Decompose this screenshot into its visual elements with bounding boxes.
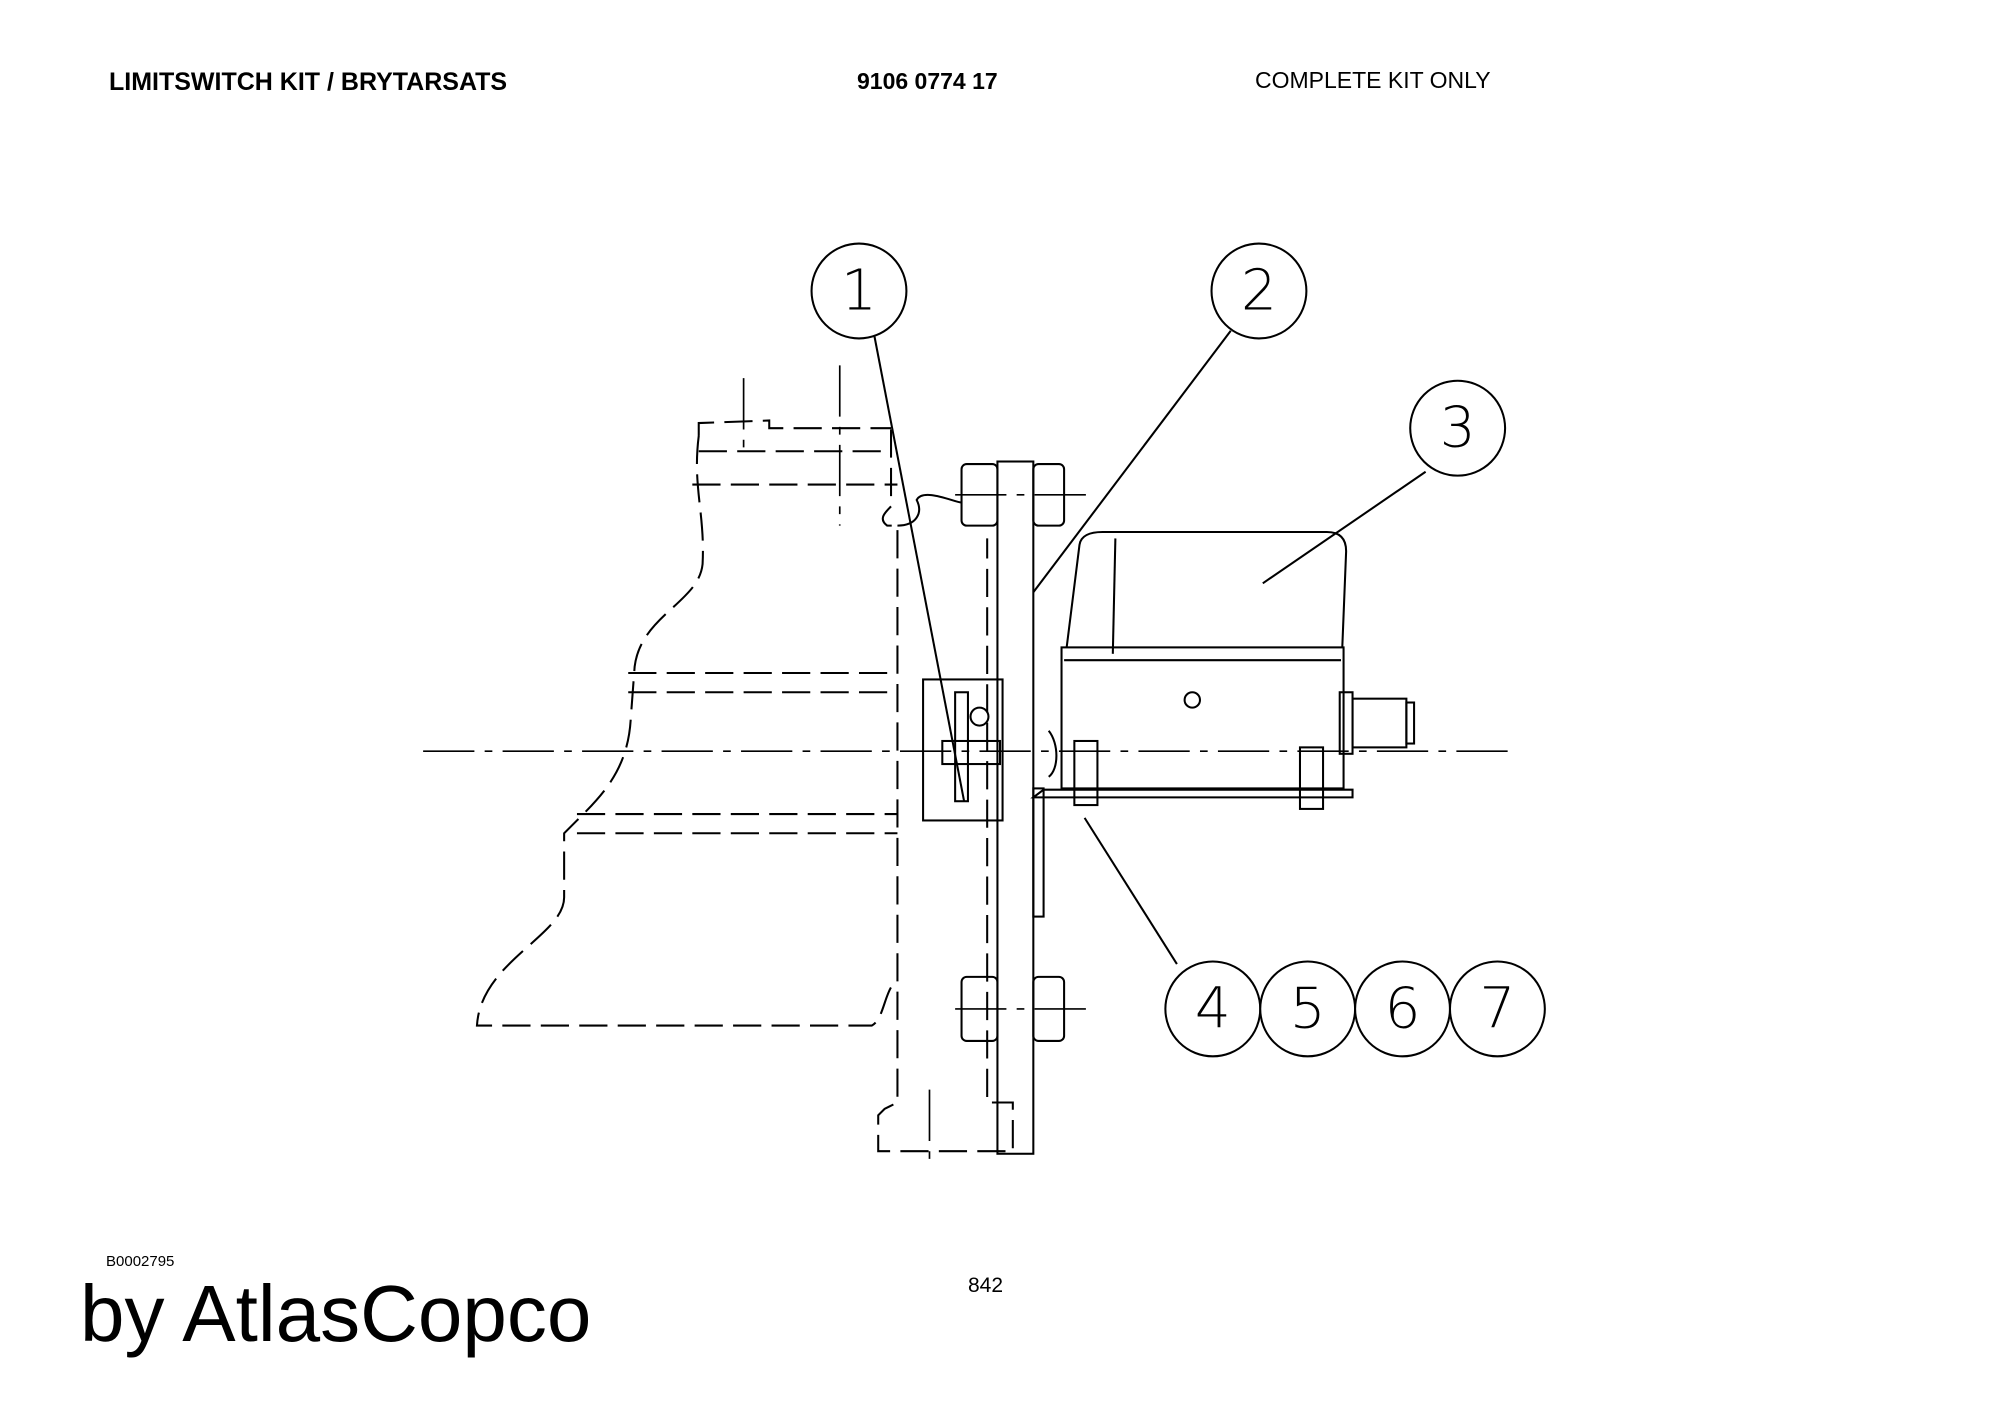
page-number: 842 (968, 1274, 1004, 1297)
limit-switch-body (1047, 530, 1416, 810)
balloon-label: 1 (841, 259, 877, 324)
brand-watermark: by AtlasCopco (80, 1269, 592, 1358)
balloon-3: 3 (1409, 379, 1507, 477)
balloon-5: 5 (1259, 960, 1357, 1058)
balloon-label: 3 (1440, 396, 1476, 461)
balloon-label: 5 (1290, 976, 1326, 1041)
balloon-6: 6 (1354, 960, 1451, 1058)
gearbox-housing-outline (475, 365, 1014, 1161)
balloon-1: 1 (810, 242, 908, 340)
kit-note: COMPLETE KIT ONLY (1255, 67, 1491, 93)
shaft-coupling (922, 678, 1004, 822)
drawing-id: B0002795 (106, 1253, 175, 1270)
balloon-label: 4 (1195, 976, 1231, 1041)
balloon-label: 2 (1241, 259, 1277, 324)
balloon-4: 4 (1164, 960, 1262, 1058)
balloon-label: 6 (1385, 976, 1421, 1041)
mounting-plate (996, 460, 1354, 1155)
bolt-top (955, 463, 1097, 527)
part-number: 9106 0774 17 (857, 68, 998, 94)
balloon-2: 2 (1210, 242, 1308, 340)
leader-lines (873, 330, 1427, 965)
balloon-label: 7 (1479, 976, 1515, 1041)
balloon-7: 7 (1448, 960, 1546, 1058)
kit-title: LIMITSWITCH KIT / BRYTARSATS (109, 68, 508, 96)
bolt-bottom (955, 975, 1097, 1042)
